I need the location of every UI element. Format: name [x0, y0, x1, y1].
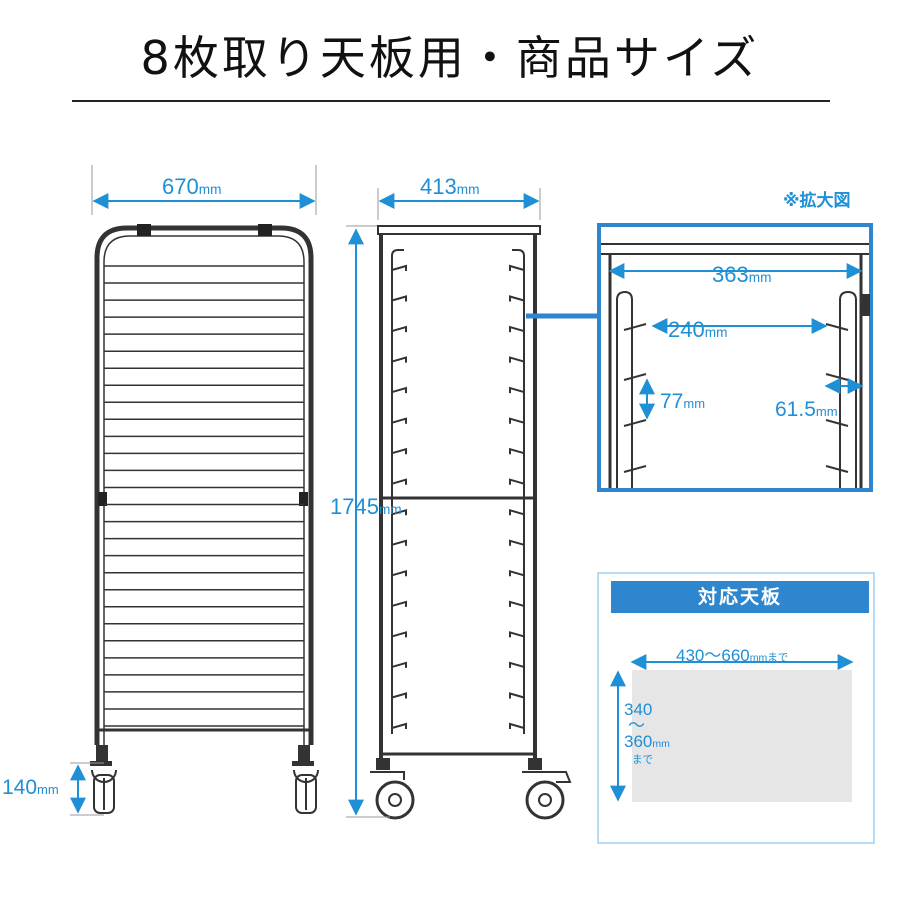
- front-caster-right: [292, 745, 319, 814]
- side-rail-hook-right: [509, 508, 525, 516]
- zoom-hook-left: [623, 323, 647, 331]
- side-rail-hook-left: [391, 692, 407, 699]
- side-rail-hook-right: [509, 478, 525, 485]
- zoom-hook-left: [623, 419, 647, 427]
- side-rail-hook-right: [509, 325, 525, 333]
- width-dimension-label: 670mm: [162, 174, 222, 199]
- side-rail-hook-left: [391, 264, 407, 271]
- page-title: 8枚取り天板用・商品サイズ: [140, 31, 760, 85]
- title-divider: [72, 100, 830, 102]
- rail-length-label: 61.5mm: [775, 398, 838, 421]
- front-frame-inner: [103, 235, 305, 745]
- side-rail-hook-right: [509, 631, 525, 638]
- side-caster-left: [370, 758, 415, 820]
- side-rails: [391, 264, 525, 729]
- side-rail-hook-right: [509, 692, 525, 699]
- side-rail-hook-left: [391, 478, 407, 485]
- side-rail-hook-right: [509, 386, 525, 394]
- depth-dimension-label: 413mm: [420, 174, 480, 199]
- tray-panel-header: 対応天板: [611, 581, 869, 613]
- inner-gap-label: 240mm: [668, 317, 728, 342]
- side-rail-hook-left: [391, 539, 407, 546]
- enlarge-note: ※拡大図: [783, 191, 851, 211]
- side-rail-hook-left: [391, 295, 407, 302]
- front-handle-clip-left: [137, 224, 151, 236]
- caster-dimension-label: 140mm: [2, 776, 59, 799]
- front-joint-right: [299, 492, 308, 506]
- front-slats: [104, 265, 304, 727]
- side-rail-hook-right: [509, 417, 525, 424]
- front-frame-outer: [94, 225, 314, 745]
- shelf-pitch-label: 77mm: [660, 390, 706, 413]
- zoom-detail: [601, 243, 870, 488]
- tray-depth-label: 340 〜 360mm まで: [624, 700, 670, 766]
- side-view: [346, 188, 572, 820]
- tray-area: [632, 670, 852, 802]
- side-rail-hook-left: [391, 722, 407, 729]
- side-rail-hook-right: [509, 295, 525, 302]
- side-rail-hook-right: [509, 600, 525, 607]
- side-rail-hook-right: [509, 447, 525, 455]
- side-rail-hook-left: [391, 508, 407, 516]
- zoom-hook-right: [825, 465, 849, 473]
- zoom-left-rail: [616, 290, 633, 488]
- side-rail-hook-left: [391, 600, 407, 607]
- side-caster-right: [522, 758, 572, 820]
- side-rail-hook-left: [391, 356, 407, 363]
- side-top-bar: [377, 225, 541, 235]
- tray-width-label: 430〜660mmまで: [676, 646, 789, 665]
- height-dimension-label: 1745mm: [330, 494, 402, 519]
- inner-depth-label: 363mm: [712, 262, 772, 287]
- side-rail-hook-right: [509, 356, 525, 363]
- side-rail-hook-right: [509, 264, 525, 271]
- zoom-hook-left: [623, 465, 647, 473]
- side-rail-hook-left: [391, 661, 407, 668]
- zoom-right-rail: [839, 290, 857, 488]
- side-rail-hook-left: [391, 631, 407, 638]
- side-rail-hook-left: [391, 447, 407, 455]
- side-rail-hook-left: [391, 325, 407, 333]
- side-rail-hook-left: [391, 386, 407, 394]
- side-rail-hook-left: [391, 417, 407, 424]
- side-right-rail-frame: [512, 249, 525, 734]
- zoom-hook-left: [623, 373, 647, 381]
- front-joint-left: [98, 492, 107, 506]
- side-rail-hook-right: [509, 661, 525, 668]
- zoom-hook-right: [825, 323, 849, 331]
- front-handle-clip-right: [258, 224, 272, 236]
- side-rail-hook-right: [509, 722, 525, 729]
- front-caster-left: [90, 745, 117, 814]
- side-rail-hook-right: [509, 569, 525, 577]
- front-view: [90, 165, 319, 814]
- side-left-rail-frame: [391, 249, 404, 734]
- side-rail-hook-right: [509, 539, 525, 546]
- zoom-hooks: [623, 323, 849, 473]
- side-rail-hook-left: [391, 569, 407, 577]
- zoom-hook-right: [825, 419, 849, 427]
